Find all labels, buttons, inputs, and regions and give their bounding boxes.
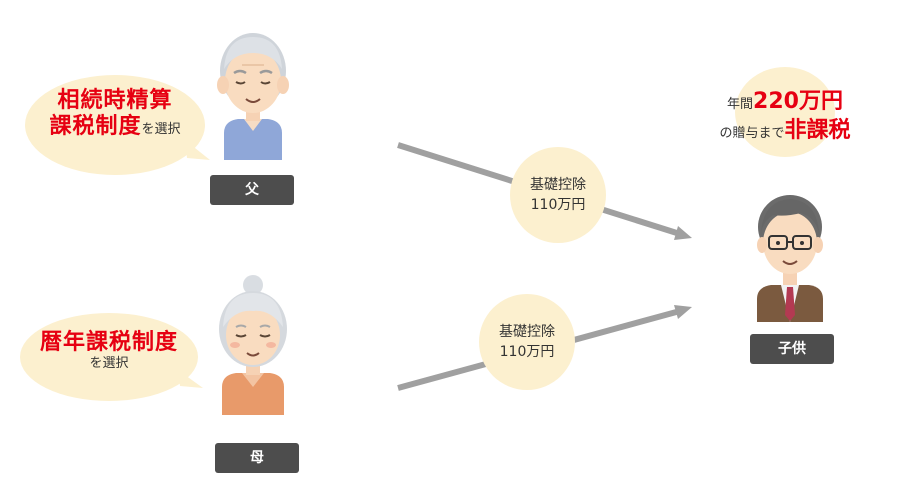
child-note-text: 年間220万円 の贈与まで非課税 [690,88,880,145]
child-note-result: 非課税 [784,117,851,143]
mother-speech-bubble [20,313,198,401]
father-bubble-tail [185,140,210,160]
mother-label: 母 [215,443,299,473]
child-note-prefix: 年間 [727,97,754,112]
father-bubble-text: 相続時精算 課税制度を選択 [25,88,205,141]
deduction-bottom-line1: 基礎控除 [499,323,555,340]
child-label: 子供 [750,334,834,364]
mother-bubble-tail [178,370,203,388]
deduction-circle-top: 基礎控除 110万円 [510,147,606,243]
mother-bubble-text: 暦年課税制度 を選択 [20,330,198,372]
father-label: 父 [210,175,294,205]
father-illustration [217,33,289,160]
father-bubble-line2: 課税制度 [49,114,142,140]
mother-bubble-line1: 暦年課税制度 [39,330,178,355]
father-bubble-line1: 相続時精算 [57,88,173,113]
child-illustration [757,195,823,322]
father-bubble-suffix: を選択 [141,122,181,138]
deduction-top-line2: 110万円 [530,197,586,213]
deduction-top-line1: 基礎控除 [530,176,586,193]
child-note-mid: の贈与まで [719,125,785,141]
child-note-bubble [735,67,835,157]
child-note-amount: 220万円 [753,89,843,114]
deduction-circle-bottom: 基礎控除 110万円 [479,294,575,390]
father-speech-bubble [25,75,205,175]
mother-illustration [219,275,287,415]
deduction-bottom-line2: 110万円 [499,344,555,360]
mother-bubble-suffix: を選択 [89,356,129,372]
